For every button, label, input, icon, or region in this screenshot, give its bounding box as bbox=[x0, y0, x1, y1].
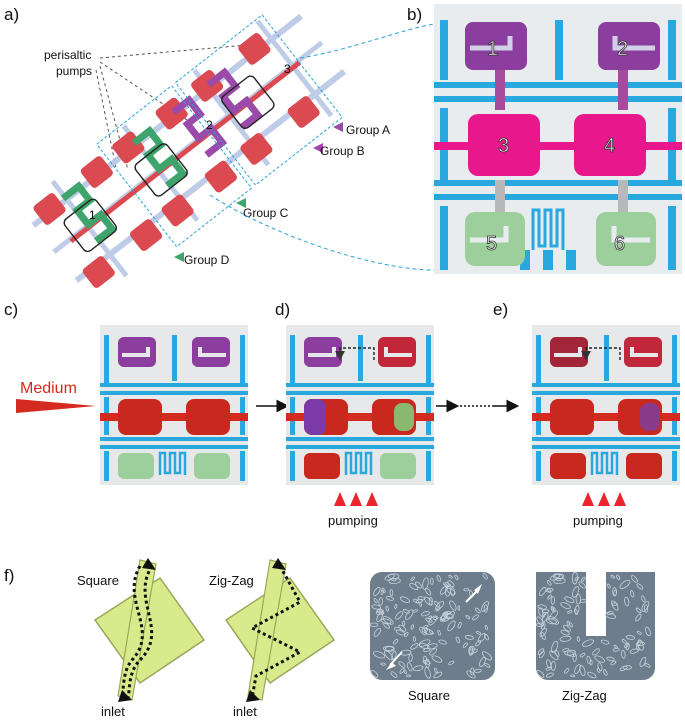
chip-diagram bbox=[31, 13, 347, 288]
pumping-label-e: pumping bbox=[573, 513, 623, 528]
square-label: Square bbox=[77, 573, 119, 588]
group-a-label: Group A bbox=[346, 123, 390, 137]
chamber-bottom-left bbox=[550, 453, 586, 479]
chamber-top-right bbox=[624, 337, 662, 367]
zoom-connector-bottom bbox=[209, 194, 435, 271]
panel-a: a) perisaltic pumps bbox=[4, 5, 435, 288]
unit-number-1: 1 bbox=[89, 208, 96, 222]
chips-row: c) d) e) Medium bbox=[4, 300, 520, 413]
chamber-bottom-left bbox=[304, 453, 340, 479]
group-b-label: Group B bbox=[320, 144, 365, 158]
group-d-marker bbox=[174, 252, 184, 262]
pump-arrow bbox=[582, 492, 594, 506]
flow-loop-arrow bbox=[581, 347, 621, 361]
chamber-bottom-right bbox=[626, 453, 662, 479]
panel-label-a: a) bbox=[4, 5, 19, 24]
photo-square-caption: Square bbox=[408, 688, 450, 703]
cell-photo-square: Square bbox=[369, 572, 495, 703]
pump-arrow bbox=[334, 492, 346, 506]
group-c-marker bbox=[236, 198, 246, 208]
chamber-top-left bbox=[118, 337, 156, 367]
medium-label: Medium bbox=[20, 380, 77, 397]
chip-d bbox=[286, 325, 434, 485]
pump-arrow bbox=[598, 492, 610, 506]
pumping-e: pumping bbox=[573, 492, 626, 528]
pump-arrow bbox=[366, 492, 378, 506]
pumping-d: pumping bbox=[328, 492, 378, 528]
panel-label-f: f) bbox=[4, 566, 14, 585]
chamber-label-5: 5 bbox=[486, 233, 497, 255]
panel-label-c: c) bbox=[4, 300, 18, 319]
panel-label-e: e) bbox=[493, 300, 508, 319]
chamber-top-right bbox=[378, 337, 416, 367]
chamber-label-2: 2 bbox=[617, 38, 628, 60]
chamber-bottom-right bbox=[380, 453, 416, 479]
photo-zigzag-caption: Zig-Zag bbox=[562, 688, 607, 703]
loop-2 bbox=[134, 143, 188, 197]
pumps-label-line2: pumps bbox=[56, 64, 92, 78]
loop-1 bbox=[63, 198, 118, 253]
cell-photo-zigzag: Zig-Zag bbox=[535, 571, 655, 703]
pump-arrow bbox=[350, 492, 362, 506]
pumps-label-line1: perisaltic bbox=[44, 48, 91, 62]
chip-c bbox=[100, 325, 248, 485]
serpentine-channel bbox=[531, 208, 565, 250]
chamber-bottom-right bbox=[194, 453, 230, 479]
chamber-top-right bbox=[192, 337, 230, 367]
chamber-label-4: 4 bbox=[604, 135, 615, 157]
square-chamber-diagram: Square inlet bbox=[77, 558, 206, 719]
chamber-mid-left bbox=[118, 399, 162, 435]
loop-3 bbox=[221, 75, 275, 130]
square-inlet-label: inlet bbox=[101, 704, 125, 719]
zigzag-chamber-diagram: Zig-Zag inlet bbox=[209, 558, 336, 719]
medium-arrow bbox=[16, 399, 96, 413]
chamber-bottom-left bbox=[118, 453, 154, 479]
unit-number-2: 2 bbox=[206, 118, 213, 132]
panel-b: b) bbox=[407, 4, 682, 274]
chamber-top-left bbox=[550, 337, 588, 367]
panel-label-b: b) bbox=[407, 5, 422, 24]
chamber-label-3: 3 bbox=[498, 135, 509, 157]
pump-arrow bbox=[614, 492, 626, 506]
panel-label-d: d) bbox=[275, 300, 290, 319]
unit-number-3: 3 bbox=[284, 62, 291, 76]
chamber-label-6: 6 bbox=[614, 233, 625, 255]
zigzag-label: Zig-Zag bbox=[209, 573, 254, 588]
zigzag-inlet-label: inlet bbox=[233, 704, 257, 719]
flow-loop-arrow bbox=[335, 347, 375, 361]
pumping-label-d: pumping bbox=[328, 513, 378, 528]
panel-f: f) Square inlet Zig-Zag inlet bbox=[4, 558, 655, 719]
group-a-marker bbox=[333, 122, 343, 132]
group-d-label: Group D bbox=[184, 253, 230, 267]
chamber-mid-right bbox=[186, 399, 230, 435]
chamber-3 bbox=[468, 114, 540, 176]
chamber-mid-left bbox=[550, 399, 594, 435]
group-c-label: Group C bbox=[243, 206, 289, 220]
chip-e bbox=[532, 325, 680, 485]
group-b-marker bbox=[313, 143, 323, 153]
chamber-4 bbox=[574, 114, 646, 176]
chamber-label-1: 1 bbox=[487, 38, 498, 60]
zoom-connector-top bbox=[299, 23, 435, 59]
chamber-top-left bbox=[304, 337, 342, 367]
